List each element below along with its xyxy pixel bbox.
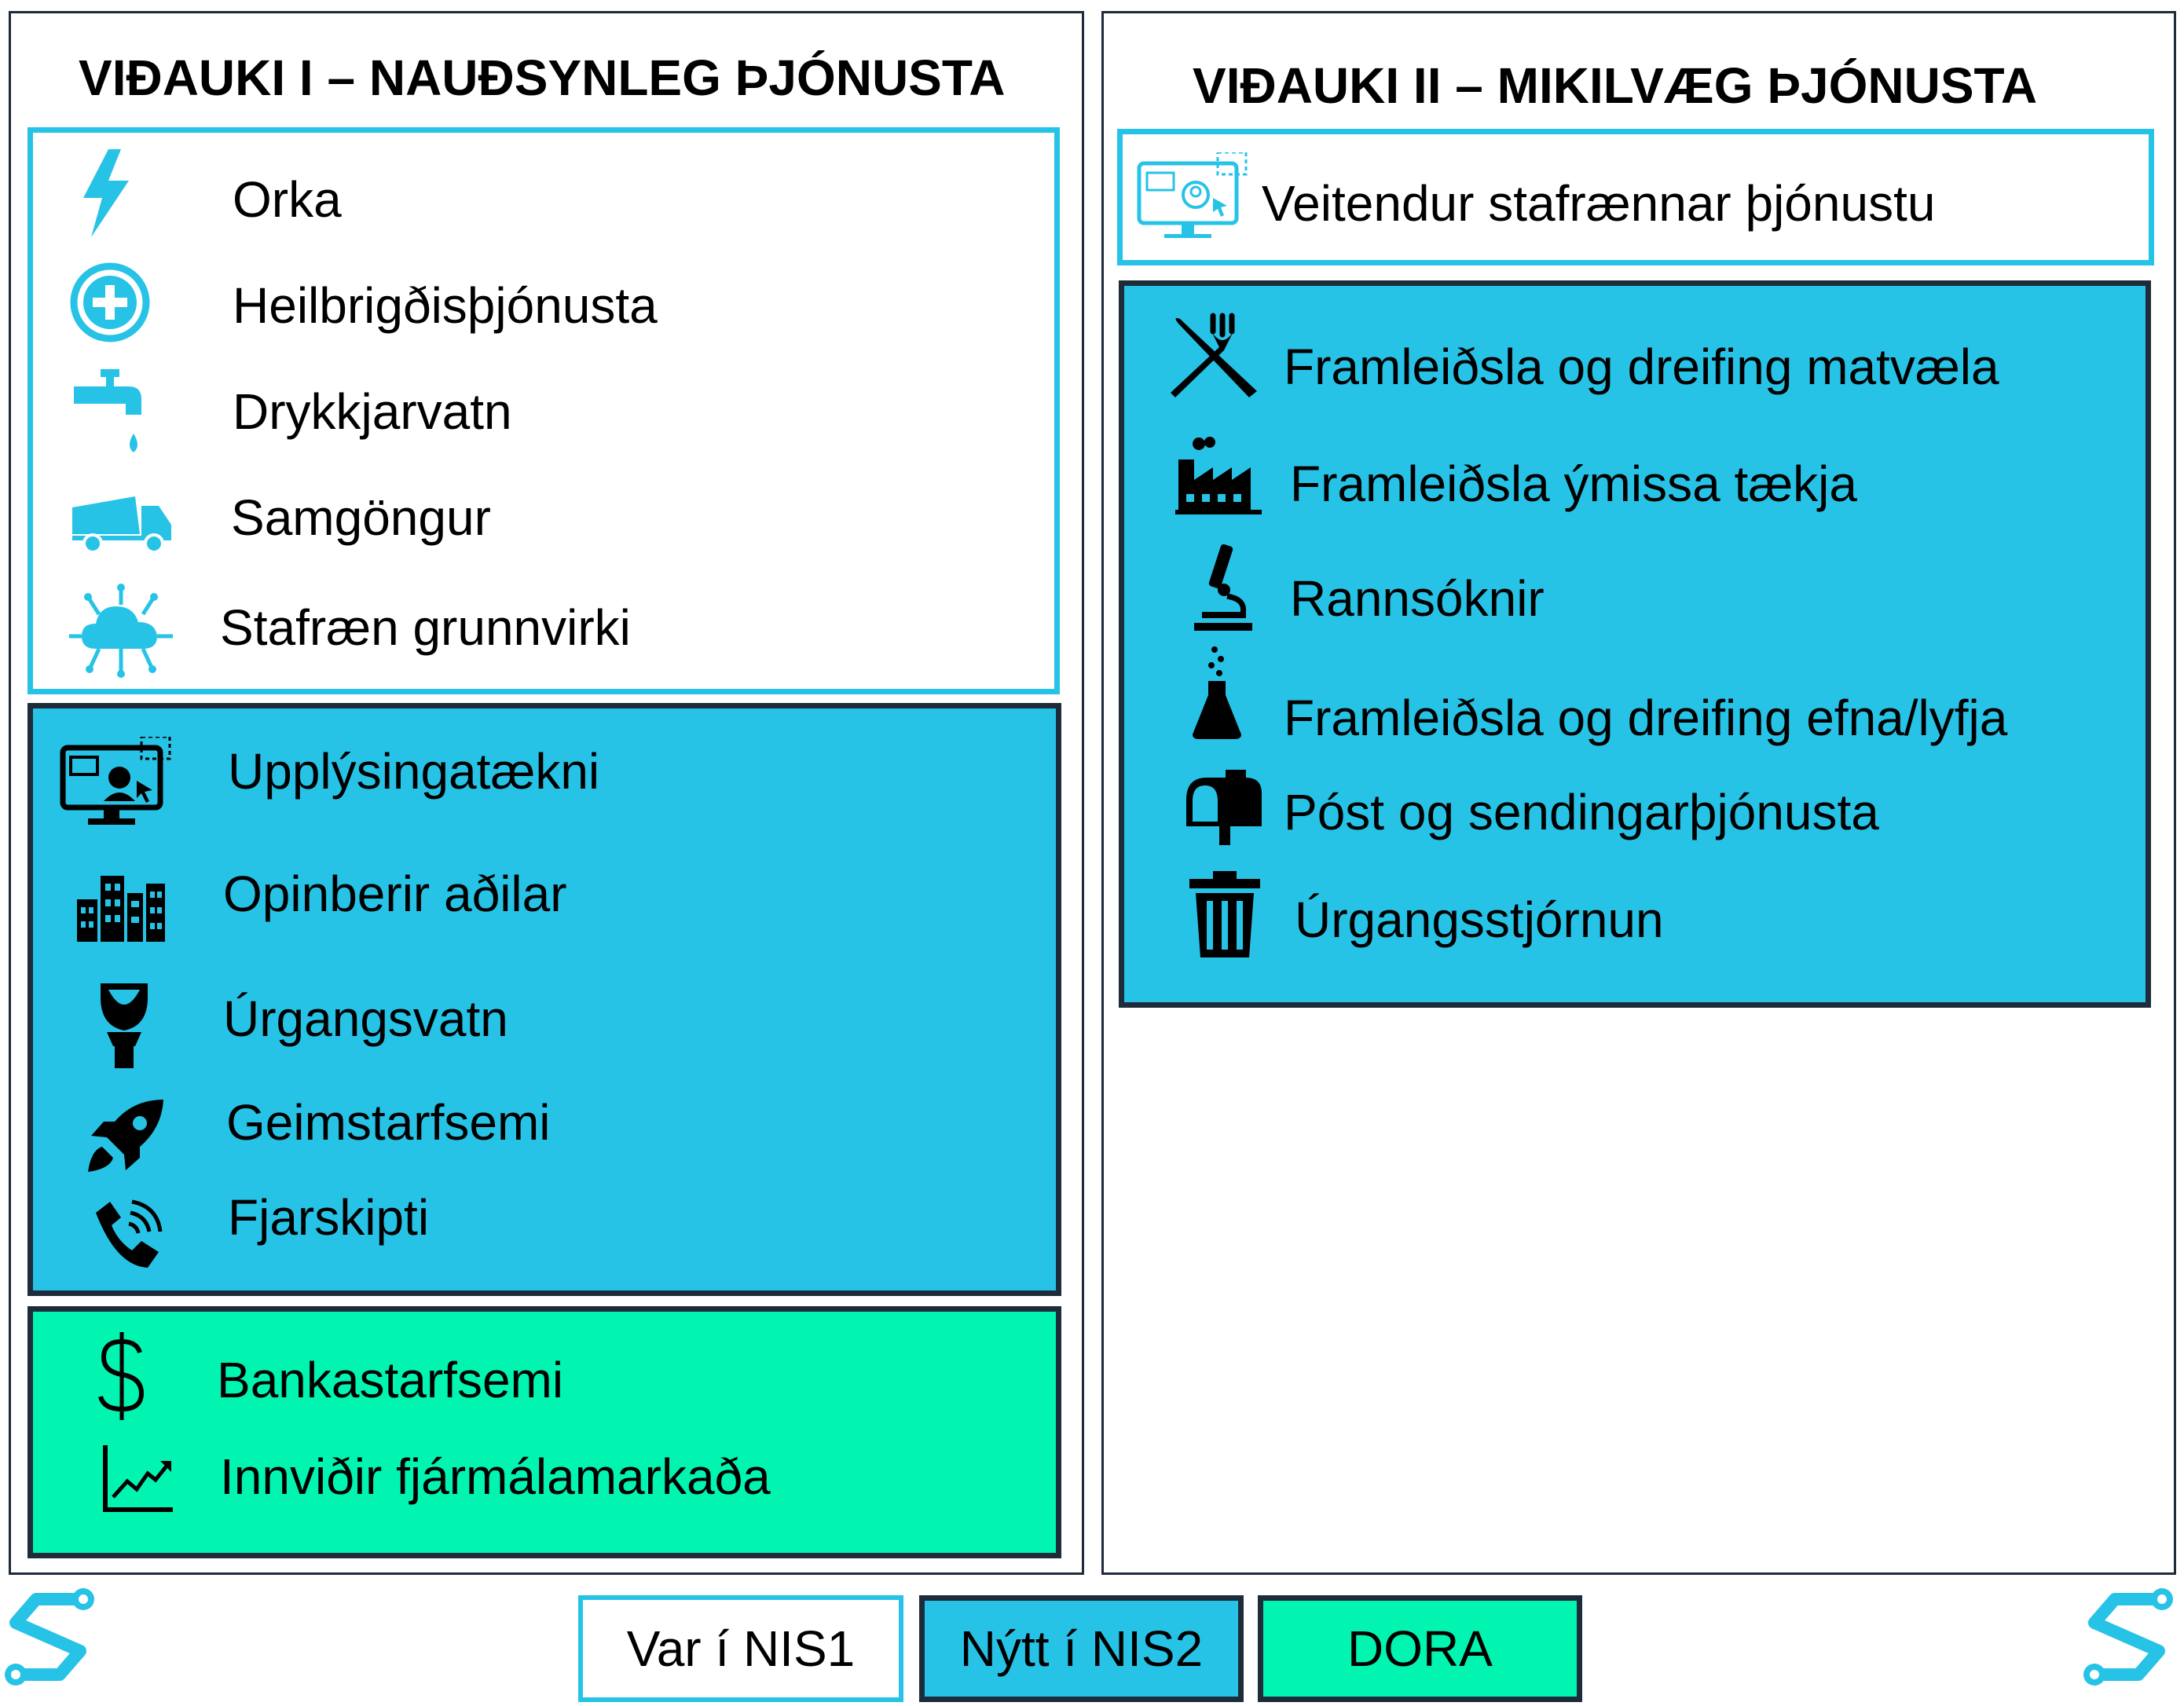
- sector-urgangsvatn: Úrgangsvatn: [223, 990, 508, 1047]
- sector-framleidsla-taekja: Framleiðsla ýmissa tækja: [1290, 456, 1857, 512]
- rocket-icon: [86, 1098, 165, 1173]
- annex-2-title: VIÐAUKI II – MIKILVÆG ÞJÓNUSTA: [1193, 57, 2038, 114]
- brand-logo-icon: [2083, 1582, 2176, 1696]
- sector-bankastarfsemi: Bankastarfsemi: [217, 1352, 564, 1408]
- sector-opinberir-adilar: Opinberir aðilar: [223, 866, 567, 922]
- factory-icon: [1175, 436, 1262, 514]
- mailbox-icon: [1183, 770, 1265, 845]
- line-chart-icon: [102, 1445, 173, 1513]
- phone-signal-icon: [88, 1195, 167, 1274]
- annex-1-nis2-group: [27, 703, 1061, 1296]
- sector-heilbrigdis: Heilbrigðisþjónusta: [233, 277, 658, 334]
- brand-logo-icon: [5, 1582, 97, 1696]
- sector-innvidir-fjarmalamarkada: Innviðir fjármálamarkaða: [220, 1448, 771, 1505]
- sector-stafraen-grunnvirki: Stafræn grunnvirki: [220, 599, 631, 656]
- sector-upplysingataekni: Upplýsingatækni: [228, 743, 600, 800]
- computer-monitor-icon: [60, 737, 171, 826]
- legend-dora: DORA: [1258, 1595, 1582, 1702]
- legend-nis1: Var í NIS1: [578, 1595, 903, 1702]
- fork-knife-icon: [1167, 313, 1260, 402]
- cloud-network-icon: [68, 583, 174, 679]
- sector-rannsoknir: Rannsóknir: [1290, 570, 1545, 627]
- sector-fjarskipti: Fjarskipti: [228, 1189, 430, 1246]
- sector-post-og-sendingarthjonusta: Póst og sendingarþjónusta: [1284, 784, 1879, 840]
- truck-icon: [72, 490, 173, 553]
- sector-geimstarfsemi: Geimstarfsemi: [226, 1094, 551, 1151]
- toilet-icon: [96, 983, 152, 1068]
- annex-1-nis1-group: [27, 127, 1060, 694]
- sector-samgongur: Samgöngur: [231, 489, 491, 546]
- city-buildings-icon: [77, 876, 165, 942]
- sector-framleidsla-matvaela: Framleiðsla og dreifing matvæla: [1284, 339, 1999, 395]
- sector-framleidsla-efna-lyfja: Framleiðsla og dreifing efna/lyfja: [1284, 690, 2008, 746]
- trash-can-icon: [1189, 871, 1260, 957]
- legend-nis2: Nýtt í NIS2: [919, 1595, 1244, 1702]
- sector-veitendur-stafraennar-thjonustu: Veitendur stafrænnar þjónustu: [1262, 175, 1936, 232]
- annex-2-nis2-group: [1119, 280, 2151, 1008]
- flask-icon: [1191, 646, 1243, 741]
- annex-2-nis1-group: [1117, 129, 2154, 265]
- sector-orka: Orka: [233, 171, 342, 228]
- sector-urgangsstjornun: Úrgangsstjórnun: [1295, 891, 1664, 948]
- medical-plus-icon: [69, 262, 151, 343]
- computer-monitor-icon: [1136, 152, 1248, 242]
- annex-1-title: VIÐAUKI I – NAUÐSYNLEG ÞJÓNUSTA: [79, 49, 1006, 106]
- dollar-icon: [97, 1332, 146, 1420]
- sector-drykkjarvatn: Drykkjarvatn: [233, 383, 512, 440]
- lightning-icon: [77, 149, 132, 237]
- microscope-icon: [1191, 544, 1254, 632]
- water-tap-icon: [74, 369, 152, 459]
- annex-1-dora-group: [27, 1306, 1061, 1558]
